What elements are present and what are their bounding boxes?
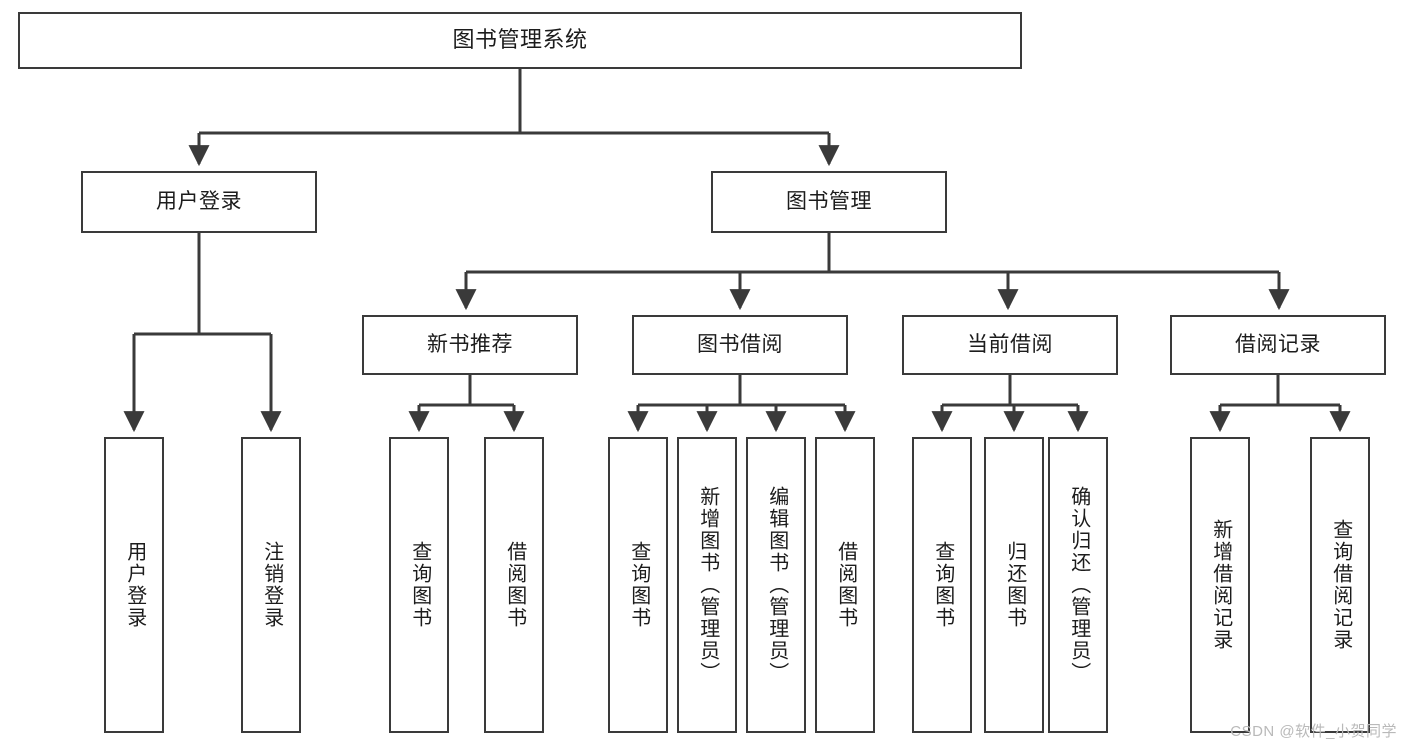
node-leaf-borrow-book-1-label: 借阅图书	[503, 541, 526, 629]
node-borrow-record-label: 借阅记录	[1235, 333, 1321, 357]
node-leaf-query-book-3-label: 查询图书	[931, 541, 954, 629]
node-book-borrow[interactable]: 图书借阅	[632, 315, 848, 375]
node-leaf-edit-book[interactable]: 编辑图书（管理员）	[746, 437, 806, 733]
node-user-login-label: 用户登录	[156, 190, 242, 214]
node-root-label: 图书管理系统	[452, 27, 588, 53]
node-leaf-add-book[interactable]: 新增图书（管理员）	[677, 437, 737, 733]
node-leaf-query-book-2-label: 查询图书	[627, 541, 650, 629]
node-leaf-query-record-label: 查询借阅记录	[1329, 519, 1352, 651]
node-leaf-query-record[interactable]: 查询借阅记录	[1310, 437, 1370, 733]
node-leaf-query-book-1[interactable]: 查询图书	[389, 437, 449, 733]
node-current-borrow[interactable]: 当前借阅	[902, 315, 1118, 375]
node-leaf-confirm-return[interactable]: 确认归还（管理员）	[1048, 437, 1108, 733]
node-book-manage-label: 图书管理	[786, 190, 872, 214]
node-current-borrow-label: 当前借阅	[967, 333, 1053, 357]
node-user-login[interactable]: 用户登录	[81, 171, 317, 233]
node-book-manage[interactable]: 图书管理	[711, 171, 947, 233]
node-new-book-rec[interactable]: 新书推荐	[362, 315, 578, 375]
node-leaf-return-book[interactable]: 归还图书	[984, 437, 1044, 733]
node-leaf-borrow-book-2-label: 借阅图书	[834, 541, 857, 629]
node-leaf-user-logout[interactable]: 注销登录	[241, 437, 301, 733]
node-leaf-query-book-2[interactable]: 查询图书	[608, 437, 668, 733]
node-leaf-query-book-3[interactable]: 查询图书	[912, 437, 972, 733]
node-leaf-borrow-book-1[interactable]: 借阅图书	[484, 437, 544, 733]
node-new-book-rec-label: 新书推荐	[427, 333, 513, 357]
node-root[interactable]: 图书管理系统	[18, 12, 1022, 69]
node-leaf-confirm-return-label: 确认归还（管理员）	[1067, 486, 1090, 684]
node-leaf-add-record-label: 新增借阅记录	[1209, 519, 1232, 651]
node-leaf-borrow-book-2[interactable]: 借阅图书	[815, 437, 875, 733]
node-leaf-add-record[interactable]: 新增借阅记录	[1190, 437, 1250, 733]
node-leaf-add-book-label: 新增图书（管理员）	[696, 486, 719, 684]
node-leaf-user-login-label: 用户登录	[123, 541, 146, 629]
node-leaf-user-logout-label: 注销登录	[260, 541, 283, 629]
node-leaf-query-book-1-label: 查询图书	[408, 541, 431, 629]
node-leaf-edit-book-label: 编辑图书（管理员）	[765, 486, 788, 684]
node-leaf-user-login[interactable]: 用户登录	[104, 437, 164, 733]
node-book-borrow-label: 图书借阅	[697, 333, 783, 357]
node-borrow-record[interactable]: 借阅记录	[1170, 315, 1386, 375]
node-leaf-return-book-label: 归还图书	[1003, 541, 1026, 629]
